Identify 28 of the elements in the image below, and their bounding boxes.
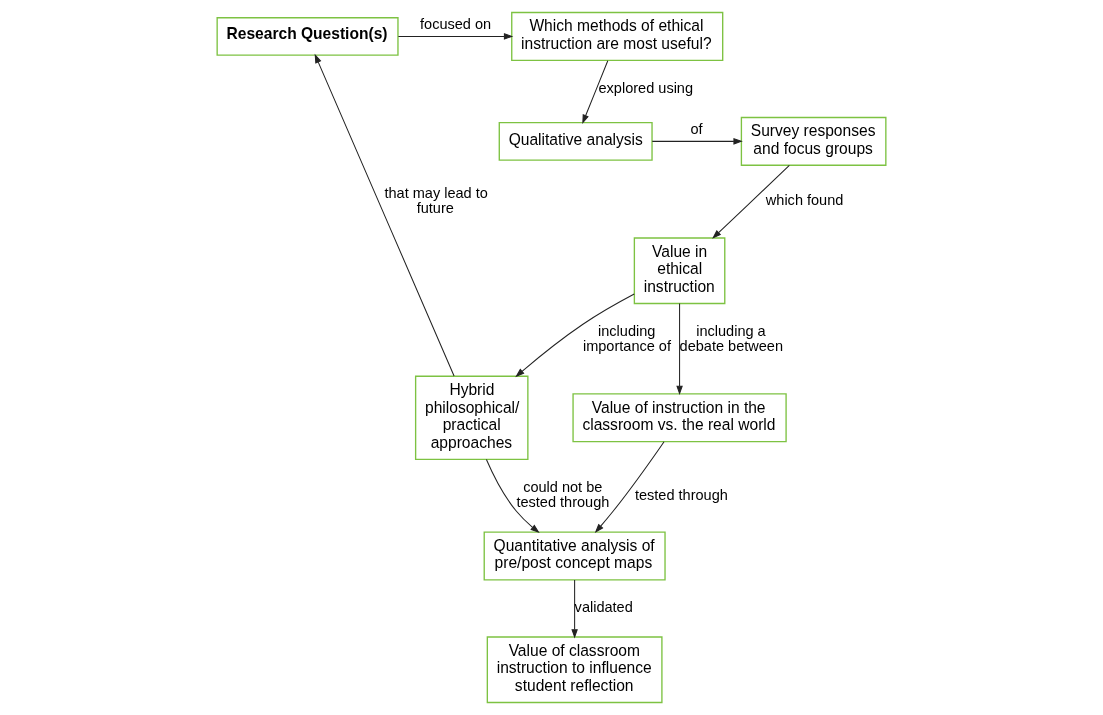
node-box: Survey responses and focus groups <box>740 116 887 166</box>
node-box: Value of instruction in the classroom vs. the real world <box>572 393 787 443</box>
arrow <box>314 53 455 377</box>
edge-label: including importance of <box>582 322 671 355</box>
arrow <box>515 293 635 378</box>
node-box: Which methods of ethical instruction are most useful? <box>511 11 724 61</box>
edge-label: that may lead to future <box>384 184 488 217</box>
edge-label: explored using <box>598 79 694 96</box>
edge-label: focused on <box>420 16 492 33</box>
node-box: Quantitative analysis of pre/post concept maps <box>483 531 666 581</box>
arrow <box>397 33 514 40</box>
edge-label: of <box>690 121 703 138</box>
node-box: Value of classroom instruction to influence student reflection <box>486 636 663 704</box>
node-box: Qualitative analysis <box>498 121 653 161</box>
arrow <box>676 303 683 396</box>
edge-label: including a debate between <box>679 322 783 355</box>
arrow <box>594 441 665 533</box>
arrow <box>712 164 790 239</box>
arrow <box>582 60 609 124</box>
arrow <box>485 459 540 533</box>
arrow <box>651 138 743 145</box>
edge-label: could not be tested through <box>516 478 610 511</box>
node-box: Research Question(s) <box>216 17 399 56</box>
node-box: Hybrid philosophical/ practical approaches <box>414 375 529 460</box>
arrow <box>571 579 578 639</box>
edge-label: tested through <box>634 486 728 503</box>
edge-label: which found <box>765 192 844 209</box>
node-box: Value in ethical instruction <box>633 237 726 305</box>
